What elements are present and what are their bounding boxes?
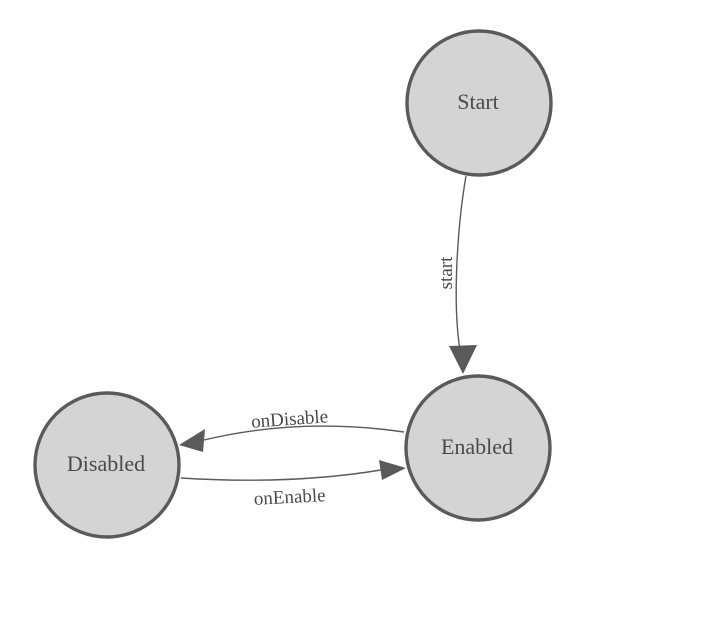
arrowhead-icon (379, 460, 406, 480)
edge-label-onenable: onEnable (253, 485, 326, 510)
edge-start-to-enabled: start (436, 175, 477, 374)
arrowhead-icon (449, 345, 477, 374)
state-label: Enabled (441, 434, 513, 459)
edge-line (180, 469, 382, 481)
state-node-disabled[interactable]: Disabled (33, 391, 181, 539)
state-circle[interactable] (33, 391, 181, 539)
state-circle[interactable] (404, 374, 552, 522)
state-circle[interactable] (405, 29, 553, 177)
state-node-enabled[interactable]: Enabled (404, 374, 552, 522)
edge-enabled-to-disabled: onDisable (179, 406, 405, 452)
edge-line (203, 425, 405, 441)
edge-label-start: start (436, 256, 457, 289)
arrowhead-icon (179, 429, 205, 452)
state-node-start[interactable]: Start (405, 29, 553, 177)
state-label: Disabled (67, 451, 145, 476)
state-label: Start (457, 89, 499, 114)
edge-line (455, 175, 467, 351)
edge-label-ondisable: onDisable (250, 406, 328, 432)
edge-disabled-to-enabled: onEnable (180, 460, 406, 510)
